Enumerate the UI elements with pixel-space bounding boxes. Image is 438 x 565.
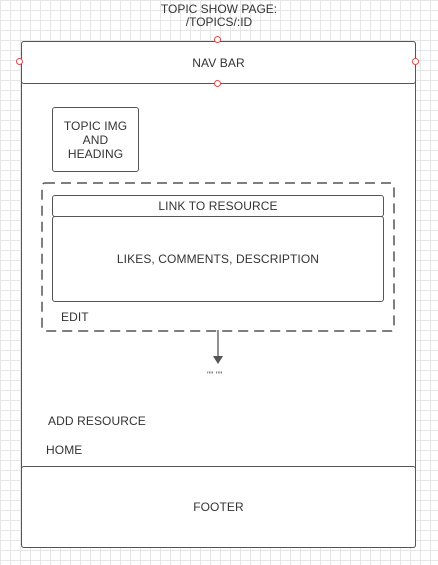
footer-label: FOOTER [193,500,244,514]
topic-img-heading-box: TOPIC IMG AND HEADING [52,107,139,172]
nav-bar-handle-left[interactable] [16,58,23,65]
arrow-down-icon [213,330,223,364]
nav-bar-handle-right[interactable] [412,58,419,65]
continuation-marks: "" "" [207,370,223,380]
page-title: TOPIC SHOW PAGE: /TOPICS/:ID [0,3,438,29]
resource-container-border [41,182,395,332]
nav-bar-handle-top[interactable] [214,36,221,43]
resource-details-label: LIKES, COMMENTS, DESCRIPTION [116,252,320,266]
topic-img-heading-label: TOPIC IMG AND HEADING [63,118,128,161]
home-link[interactable]: HOME [46,443,83,457]
page-title-line-2: /TOPICS/:ID [185,15,253,29]
resource-container [41,182,395,332]
add-resource-button[interactable]: ADD RESOURCE [48,414,146,428]
nav-bar[interactable]: NAV BAR [21,41,416,84]
link-to-resource[interactable]: LINK TO RESOURCE [52,195,384,217]
edit-link[interactable]: EDIT [61,310,89,324]
link-to-resource-label: LINK TO RESOURCE [158,199,278,213]
nav-bar-label: NAV BAR [192,55,245,70]
resource-details-box: LIKES, COMMENTS, DESCRIPTION [52,216,384,302]
page-title-line-1: TOPIC SHOW PAGE: [160,2,278,16]
nav-bar-handle-bottom[interactable] [214,80,221,87]
footer: FOOTER [21,466,416,548]
